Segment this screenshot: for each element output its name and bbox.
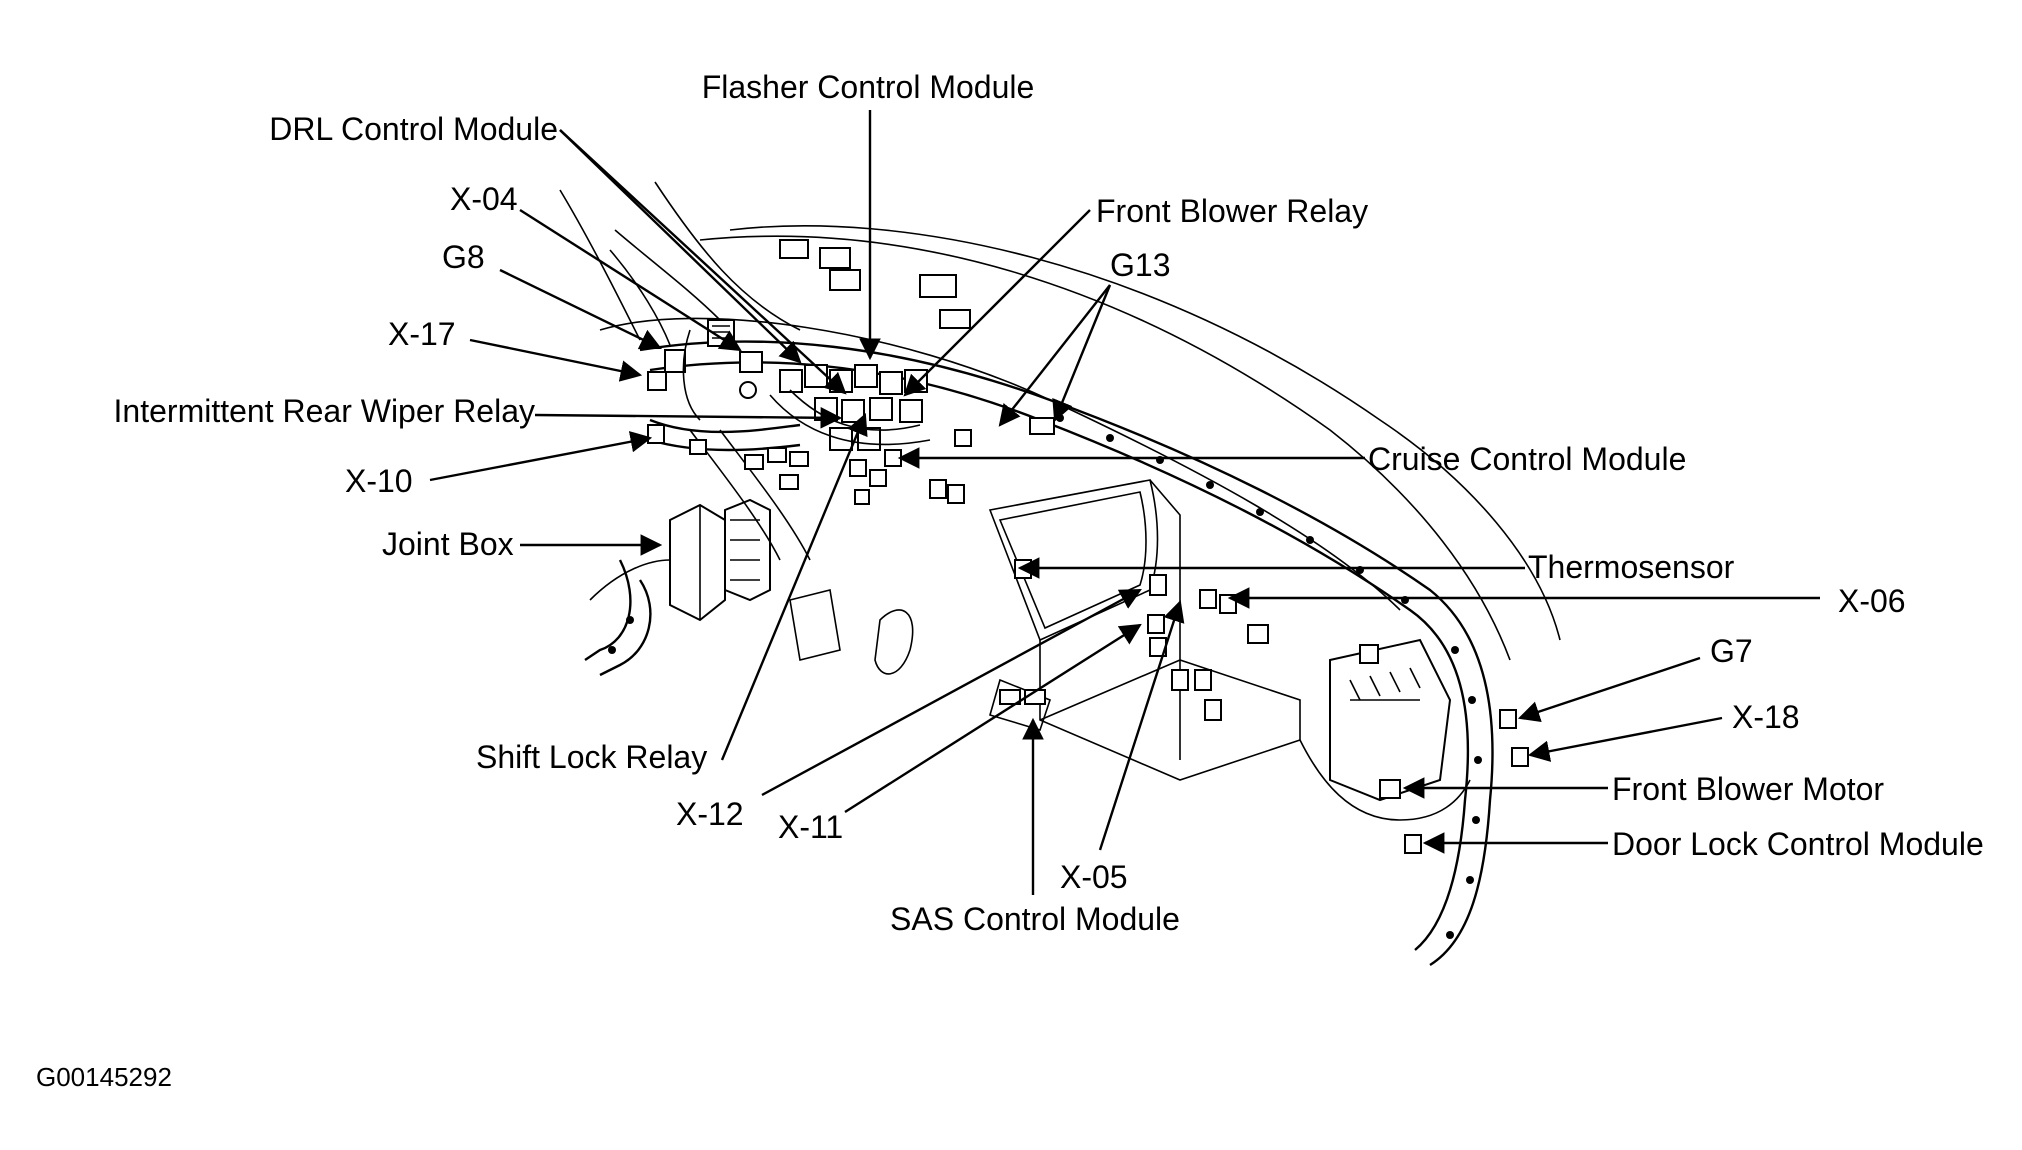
dashboard-illustration: [559, 181, 1561, 967]
label-x-12: X-12: [676, 796, 744, 832]
label-shift-lock-relay: Shift Lock Relay: [476, 739, 707, 775]
label-x-05: X-05: [1060, 859, 1128, 895]
label-sas-control-module: SAS Control Module: [890, 901, 1180, 937]
label-g13: G13: [1110, 247, 1170, 283]
label-joint-box: Joint Box: [382, 526, 514, 562]
label-x-17: X-17: [388, 316, 456, 352]
relay-cluster: [769, 364, 931, 451]
label-thermosensor: Thermosensor: [1528, 549, 1735, 585]
label-door-lock-control-module: Door Lock Control Module: [1612, 826, 1984, 862]
leader-lines: [429, 110, 1820, 895]
label-flasher-control-module: Flasher Control Module: [702, 69, 1035, 105]
label-drl-control-module: DRL Control Module: [269, 111, 558, 147]
label-front-blower-motor: Front Blower Motor: [1612, 771, 1884, 807]
callout-labels: Flasher Control Module DRL Control Modul…: [36, 69, 1984, 1092]
label-x-11: X-11: [778, 809, 843, 845]
label-x-06: X-06: [1838, 583, 1906, 619]
label-x-10: X-10: [345, 463, 413, 499]
label-g7: G7: [1710, 633, 1753, 669]
label-intermittent-rear-wiper-relay: Intermittent Rear Wiper Relay: [114, 393, 535, 429]
label-cruise-control-module: Cruise Control Module: [1368, 441, 1686, 477]
label-x-18: X-18: [1732, 699, 1800, 735]
label-g8: G8: [442, 239, 485, 275]
figure-code: G00145292: [36, 1062, 172, 1092]
label-front-blower-relay: Front Blower Relay: [1096, 193, 1368, 229]
label-x-04: X-04: [450, 181, 518, 217]
